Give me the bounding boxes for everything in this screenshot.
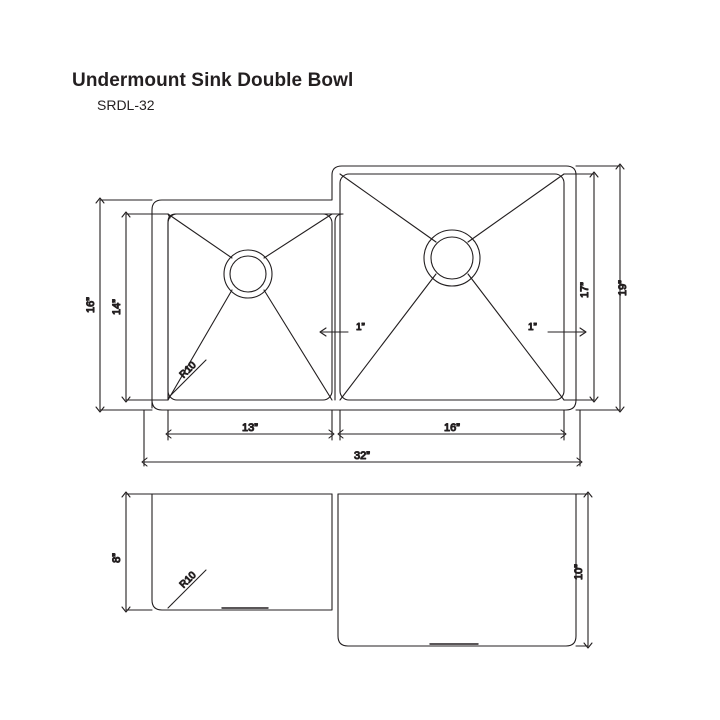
dim-right-bowl-width-label: 16” [444, 422, 460, 434]
dim-right-bowl-width [337, 409, 567, 441]
dim-right-ledge-label: 1” [528, 322, 537, 333]
side-view-radius-label: R10 [178, 570, 199, 591]
dim-side-left-depth [121, 491, 153, 613]
page-title: Undermount Sink Double Bowl [72, 70, 354, 91]
dim-left-ledge [319, 327, 349, 337]
dim-total-width [141, 409, 583, 467]
left-bowl-basin [167, 213, 333, 401]
dim-side-right-depth [575, 491, 593, 649]
dim-left-outer-height-label: 16” [85, 297, 97, 313]
dim-side-right-depth-label: 10” [573, 564, 585, 580]
dim-left-inner-height-label: 14” [111, 299, 123, 315]
right-bowl-basin [339, 173, 565, 401]
dim-left-inner-height [121, 211, 169, 403]
dim-right-ledge [547, 327, 587, 337]
top-view-sink-outline [151, 165, 577, 411]
dim-left-ledge-label: 1” [356, 322, 365, 333]
side-view-sink-outline [151, 493, 577, 647]
dim-right-inner-height [563, 171, 599, 403]
dim-total-width-label: 32” [354, 450, 370, 462]
dim-right-inner-height-label: 17” [579, 282, 591, 298]
side-view-radius-callout [167, 569, 207, 609]
model-number: SRDL-32 [97, 97, 155, 113]
dim-right-outer-height-label: 19” [617, 280, 629, 296]
dim-side-left-depth-label: 8” [111, 553, 123, 563]
top-view-radius-callout [167, 359, 207, 399]
dim-left-bowl-width [165, 409, 335, 441]
dim-left-outer-height [95, 197, 153, 413]
dim-left-bowl-width-label: 13” [242, 422, 258, 434]
dim-right-outer-height [575, 163, 625, 413]
